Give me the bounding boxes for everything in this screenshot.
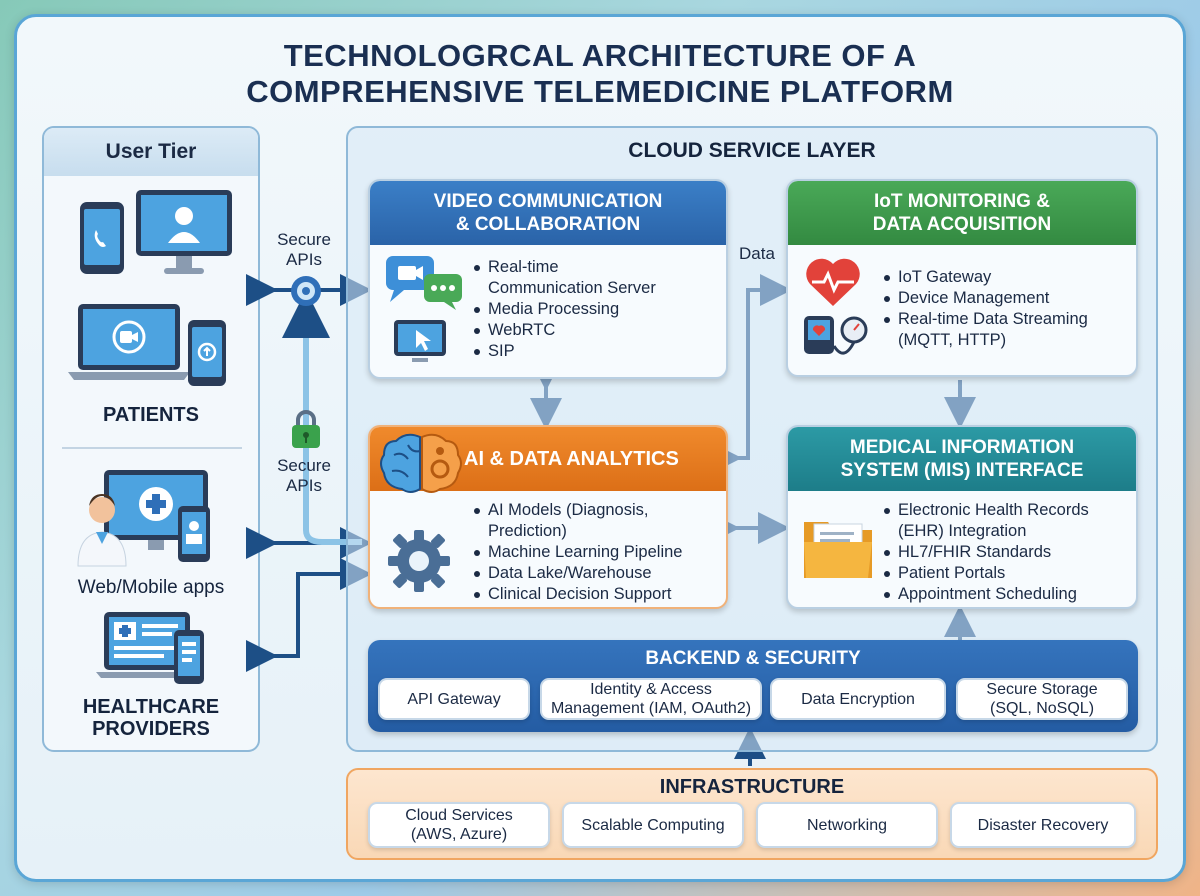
- ai-item-clinical-decision: Clinical Decision Support: [474, 584, 724, 605]
- patients-label: PATIENTS: [103, 404, 199, 426]
- secure-apis-bottom-label: Secure APIs: [277, 456, 331, 495]
- mis-item-ehr: Electronic Health Records (EHR) Integrat…: [884, 500, 1134, 542]
- gear-icon: [386, 528, 452, 594]
- iot-monitoring-list: IoT Gateway Device Management Real-time …: [884, 267, 1132, 351]
- iot-monitoring-title: IoT MONITORING & DATA ACQUISITION: [788, 181, 1136, 245]
- cloud-service-layer-header: CLOUD SERVICE LAYER: [628, 139, 876, 162]
- video-item-sip: SIP: [474, 341, 722, 362]
- phone-sync-icon: [186, 318, 228, 388]
- ai-item-data-lake: Data Lake/Warehouse: [474, 563, 724, 584]
- blood-pressure-monitor-icon: [802, 312, 868, 364]
- video-communication-title: VIDEO COMMUNICATION & COLLABORATION: [370, 181, 726, 245]
- web-mobile-apps-label: Web/Mobile apps: [77, 577, 225, 598]
- video-communication-list: Real-time Communication Server Media Pro…: [474, 257, 722, 362]
- video-communication-card: VIDEO COMMUNICATION & COLLABORATION: [368, 179, 728, 379]
- video-item-media-processing: Media Processing: [474, 299, 722, 320]
- backend-secure-storage: Secure Storage (SQL, NoSQL): [956, 678, 1128, 720]
- heart-rate-icon: [804, 256, 862, 308]
- infra-networking: Networking: [756, 802, 938, 848]
- infrastructure-title: INFRASTRUCTURE: [659, 776, 845, 798]
- doctor-workstation-icon: [74, 466, 224, 568]
- brain-icon: [378, 431, 464, 497]
- mis-interface-card: MEDICAL INFORMATION SYSTEM (MIS) INTERFA…: [786, 425, 1138, 609]
- screen-share-icon: [392, 318, 448, 366]
- folder-icon: [802, 512, 874, 582]
- video-item-webrtc: WebRTC: [474, 320, 722, 341]
- chat-video-icon: [384, 254, 464, 310]
- api-gateway-node-icon: [289, 274, 323, 308]
- laptop-clinic-icon: [96, 610, 208, 690]
- ai-analytics-list: AI Models (Diagnosis, Prediction) Machin…: [474, 500, 724, 605]
- user-tier-divider: [62, 447, 242, 449]
- infra-disaster-recovery: Disaster Recovery: [950, 802, 1136, 848]
- infra-cloud-services: Cloud Services (AWS, Azure): [368, 802, 550, 848]
- backend-identity-access: Identity & Access Management (IAM, OAuth…: [540, 678, 762, 720]
- backend-data-encryption: Data Encryption: [770, 678, 946, 720]
- laptop-video-icon: [66, 302, 192, 384]
- mis-item-patient-portals: Patient Portals: [884, 563, 1134, 584]
- mis-interface-list: Electronic Health Records (EHR) Integrat…: [884, 500, 1134, 605]
- iot-item-gateway: IoT Gateway: [884, 267, 1132, 288]
- diagram-title-line2: COMPREHENSIVE TELEMEDICINE PLATFORM: [246, 74, 954, 109]
- backend-security-title: BACKEND & SECURITY: [645, 648, 861, 669]
- iot-item-device-management: Device Management: [884, 288, 1132, 309]
- desktop-monitor-icon: [134, 188, 234, 280]
- secure-apis-top-label: Secure APIs: [277, 230, 331, 269]
- mis-item-hl7-fhir: HL7/FHIR Standards: [884, 542, 1134, 563]
- infra-scalable-computing: Scalable Computing: [562, 802, 744, 848]
- ai-item-ml-pipeline: Machine Learning Pipeline: [474, 542, 724, 563]
- video-item-realtime-server: Real-time Communication Server: [474, 257, 722, 299]
- lock-icon: [289, 408, 323, 450]
- data-connector-label: Data: [739, 244, 775, 263]
- smartphone-icon: [78, 200, 126, 276]
- mis-interface-title: MEDICAL INFORMATION SYSTEM (MIS) INTERFA…: [788, 427, 1136, 491]
- user-tier-header: User Tier: [44, 128, 258, 176]
- mis-item-appointment-scheduling: Appointment Scheduling: [884, 584, 1134, 605]
- ai-item-models: AI Models (Diagnosis, Prediction): [474, 500, 724, 542]
- diagram-title-line1: TECHNOLOGRCAL ARCHITECTURE OF A: [283, 38, 917, 73]
- backend-api-gateway: API Gateway: [378, 678, 530, 720]
- healthcare-providers-label: HEALTHCARE PROVIDERS: [82, 696, 220, 740]
- iot-item-data-streaming: Real-time Data Streaming (MQTT, HTTP): [884, 309, 1132, 351]
